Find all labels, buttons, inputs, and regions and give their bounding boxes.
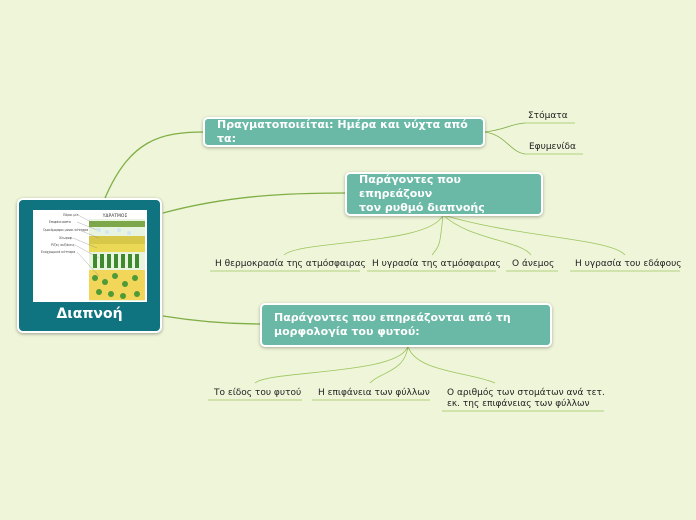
leaf-stomata[interactable]: Στόματα <box>528 111 568 121</box>
branch-when-label: Πραγματοποιείται: Ημέρα και νύχτα από τα… <box>217 118 468 145</box>
link-b2-c1 <box>283 214 444 256</box>
leaf-soil-humidity[interactable]: Η υγρασία του εδάφους <box>575 259 682 269</box>
illustration-label: Πόροι μίτ <box>63 213 79 217</box>
link-central-b3 <box>162 315 263 325</box>
branch-morphology-factors-label: Παράγοντες που επηρεάζονται από τη μορφο… <box>274 311 511 338</box>
branch-when[interactable]: Πραγματοποιείται: Ημέρα και νύχτα από τα… <box>203 117 485 147</box>
link-b1-c1 <box>483 122 526 133</box>
link-b2-c2 <box>431 214 444 256</box>
central-title: Διαπνοή <box>56 306 123 322</box>
illustration-label: Επιφάνειαστο <box>49 220 71 224</box>
illustration-label: Ρίζες αυξάνεις <box>51 243 75 247</box>
branch-morphology-factors[interactable]: Παράγοντες που επηρεάζονται από τη μορφο… <box>260 303 552 347</box>
transpiration-illustration: ΥΔΡΑΤΜΟΣ Πόροι μίτ Επιφάνει <box>33 210 147 302</box>
link-b2-c4 <box>442 214 626 256</box>
link-b3-c2 <box>369 345 409 384</box>
central-topic[interactable]: ΥΔΡΑΤΜΟΣ Πόροι μίτ Επιφάνει <box>17 198 162 333</box>
branch-rate-factors-label: Παράγοντες που επηρεάζουν τον ρυθμό διαπ… <box>359 173 485 214</box>
link-b3-c1 <box>254 345 409 384</box>
illustration-header: ΥΔΡΑΤΜΟΣ <box>102 213 128 219</box>
leaf-stomata-count[interactable]: Ο αριθμός των στομάτων ανά τετ. εκ. της … <box>447 388 605 409</box>
illustration-label: Ομοιόμορφοι μονοι κύτταρα <box>43 228 88 232</box>
branch-rate-factors[interactable]: Παράγοντες που επηρεάζουν τον ρυθμό διαπ… <box>345 172 543 216</box>
leaf-air-temperature[interactable]: Η θερμοκρασία της ατμόσφαιρας <box>215 259 366 269</box>
leaf-air-humidity[interactable]: Η υγρασία της ατμόσφαιρας <box>372 259 501 269</box>
illustration-label: Ενοχρωμικά κύτταρα <box>41 250 75 254</box>
leaf-wind[interactable]: Ο άνεμος <box>512 259 555 269</box>
link-central-b1 <box>104 131 206 199</box>
link-central-b2 <box>162 192 346 214</box>
illustration-label: Χλωροφ. <box>59 236 73 240</box>
link-b1-c2 <box>483 131 526 155</box>
leaf-leaf-surface[interactable]: Η επιφάνεια των φύλλων <box>318 388 430 398</box>
link-b2-c3 <box>442 214 532 256</box>
leaf-plant-species[interactable]: Το είδος του φυτού <box>214 388 302 398</box>
leaf-cuticle[interactable]: Εφυμενίδα <box>529 142 576 152</box>
link-b3-c3 <box>407 345 496 384</box>
